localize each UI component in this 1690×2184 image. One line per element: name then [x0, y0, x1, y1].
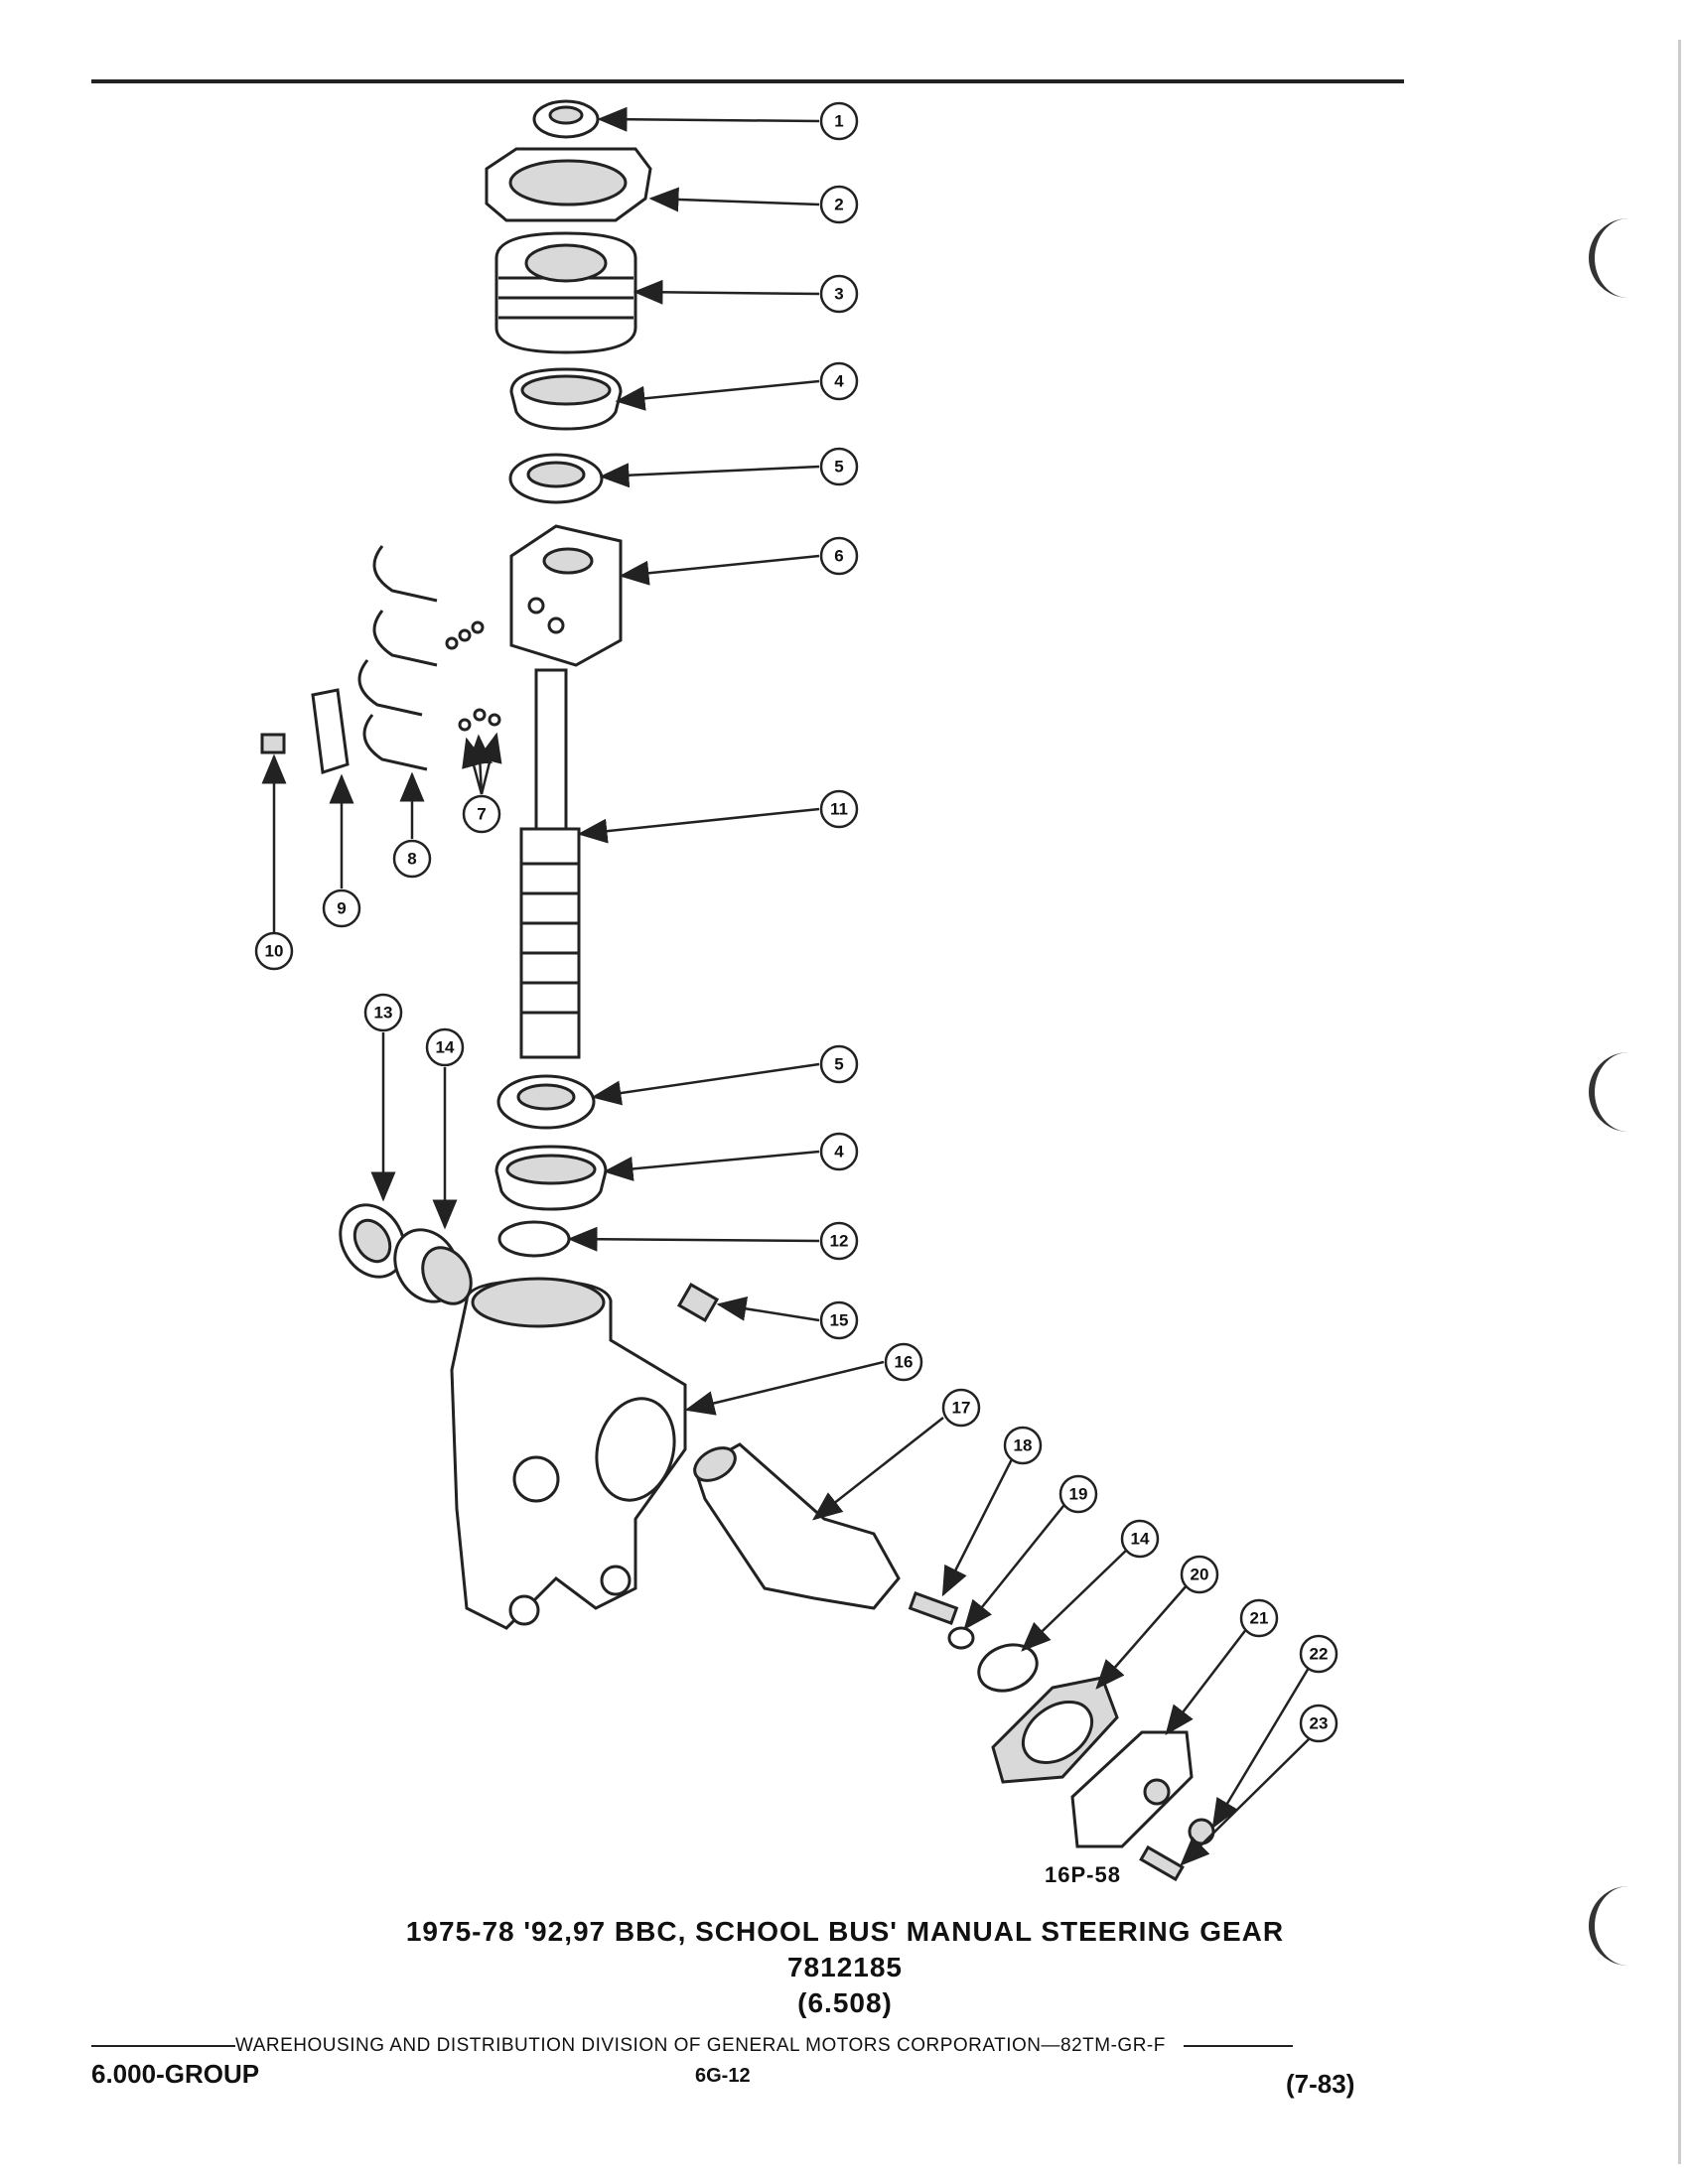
page-edge-shadow [1678, 40, 1681, 2164]
part-gear-housing [450, 1277, 687, 1630]
part-ball-guides [357, 545, 438, 771]
callout: 10 [254, 931, 294, 971]
figure-title: 1975-78 '92,97 BBC, SCHOOL BUS' MANUAL S… [405, 1916, 1285, 1947]
svg-text:9: 9 [337, 899, 346, 918]
part-lash-adjuster [908, 1591, 959, 1625]
svg-text:12: 12 [830, 1232, 849, 1251]
svg-text:17: 17 [952, 1399, 971, 1418]
figure-code: 16P-58 [1045, 1862, 1121, 1887]
svg-text:13: 13 [374, 1004, 393, 1023]
footer-page-number: 6G-12 [695, 2065, 751, 2087]
footer-publisher: WAREHOUSING AND DISTRIBUTION DIVISION OF… [235, 2035, 1166, 2056]
footer-dash [91, 2044, 235, 2047]
callout: 3 [819, 274, 859, 314]
part-screw [260, 733, 286, 754]
part-bolt [1139, 1844, 1185, 1882]
callout: 12 [819, 1221, 859, 1261]
svg-text:14: 14 [1131, 1530, 1150, 1549]
callout: 9 [322, 888, 361, 928]
part-fitting [676, 1283, 720, 1322]
callout: 15 [819, 1300, 859, 1340]
svg-text:4: 4 [834, 372, 844, 391]
part-shim [947, 1626, 975, 1650]
top-rule [91, 79, 1404, 83]
svg-text:1: 1 [834, 112, 843, 131]
svg-text:2: 2 [834, 196, 843, 214]
part-gasket [991, 1676, 1119, 1784]
part-side-cover [1070, 1730, 1194, 1848]
callout: 14 [1120, 1519, 1160, 1559]
footer-publisher-line: WAREHOUSING AND DISTRIBUTION DIVISION OF… [91, 2035, 1362, 2057]
svg-text:11: 11 [830, 800, 848, 819]
part-seal [532, 99, 600, 139]
svg-text:16: 16 [895, 1353, 914, 1372]
callout: 13 [363, 993, 403, 1032]
binder-hole [1589, 1886, 1634, 1966]
svg-text:6: 6 [834, 547, 843, 566]
callout: 4 [819, 361, 859, 401]
callout: 23 [1299, 1704, 1338, 1743]
part-ball-nut [509, 524, 623, 667]
svg-text:15: 15 [830, 1311, 849, 1330]
footer-group: 6.000-GROUP [91, 2059, 260, 2089]
footer-revision: (7-83) [1286, 2069, 1355, 2099]
svg-text:23: 23 [1310, 1714, 1329, 1733]
part-adjuster-plug [494, 231, 637, 354]
part-bushing-cover [977, 1643, 1039, 1693]
callout: 11 [819, 789, 859, 829]
callout: 7 [462, 794, 501, 834]
callout: 6 [819, 536, 859, 576]
part-bearing [508, 453, 604, 504]
svg-text:14: 14 [436, 1038, 455, 1057]
svg-text:5: 5 [834, 458, 843, 477]
part-nut [1188, 1818, 1215, 1845]
svg-text:3: 3 [834, 285, 843, 304]
svg-text:18: 18 [1014, 1436, 1033, 1455]
svg-text:20: 20 [1191, 1566, 1209, 1584]
svg-text:7: 7 [477, 805, 486, 824]
part-lock-nut [485, 147, 652, 222]
svg-text:8: 8 [407, 850, 416, 869]
binder-hole [1589, 1052, 1634, 1132]
part-bearing-cup [509, 367, 623, 431]
callout: 19 [1058, 1474, 1098, 1514]
figure-section-ref: (6.508) [797, 1987, 893, 2018]
part-guide-clamp [311, 688, 350, 774]
callout: 5 [819, 1044, 859, 1084]
callout: 5 [819, 447, 859, 486]
callout: 20 [1180, 1555, 1219, 1594]
callout: 8 [392, 839, 432, 879]
svg-text:5: 5 [834, 1055, 843, 1074]
callout: 4 [819, 1132, 859, 1171]
svg-text:10: 10 [265, 942, 284, 961]
callout: 22 [1299, 1634, 1338, 1674]
footer-dash [1183, 2044, 1293, 2047]
part-pitman-shaft [693, 1442, 901, 1610]
callout: 18 [1003, 1426, 1043, 1465]
svg-text:21: 21 [1250, 1609, 1269, 1628]
callout: 1 [819, 101, 859, 141]
part-bearing-cup-lower [494, 1145, 608, 1211]
part-pitman-seal [339, 1203, 406, 1279]
part-bearing-lower [496, 1074, 596, 1130]
svg-text:4: 4 [834, 1143, 844, 1161]
callout: 2 [819, 185, 859, 224]
part-bushing [393, 1228, 473, 1305]
binder-hole [1589, 218, 1634, 298]
svg-text:19: 19 [1069, 1485, 1088, 1504]
part-wormshaft [519, 668, 581, 1059]
callout: 14 [425, 1027, 465, 1067]
callout: 21 [1239, 1598, 1279, 1638]
leader-lines [261, 106, 1311, 1866]
part-plug [497, 1220, 571, 1258]
figure-part-number: 7812185 [786, 1952, 903, 1982]
callout: 16 [884, 1342, 923, 1382]
part-balls [445, 620, 501, 732]
svg-text:22: 22 [1310, 1645, 1329, 1664]
callout: 17 [941, 1388, 981, 1428]
